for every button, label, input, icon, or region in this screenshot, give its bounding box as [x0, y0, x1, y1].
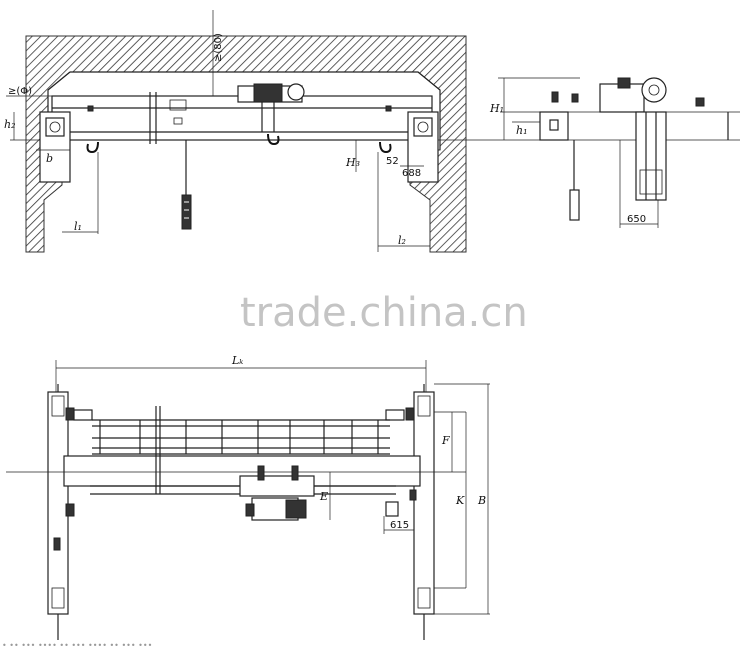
dim-52: 52 — [386, 156, 399, 167]
dim-gap-left: ≥(Φ) — [8, 86, 32, 97]
front-view: ≥(80) ≥(Φ) h₂ b H₃ 52 688 l₁ l₂ — [4, 10, 500, 253]
left-hook-icon — [86, 141, 99, 154]
right-hook-icon — [379, 141, 392, 154]
side-view: H₁ h₁ 650 — [489, 77, 740, 228]
label-h3: H₃ — [345, 156, 360, 169]
trolley-plan — [239, 465, 315, 521]
pendant-control — [181, 194, 192, 230]
hoist-side — [599, 77, 667, 201]
main-girder — [51, 95, 433, 141]
watermark: trade.china.cn — [240, 290, 528, 336]
label-b: b — [46, 152, 53, 165]
label-l1: l₁ — [74, 220, 82, 233]
label-e: E — [319, 490, 328, 503]
label-h1: H₁ — [489, 102, 504, 115]
label-b-plan: B — [477, 494, 486, 507]
end-truck-left — [47, 391, 69, 615]
label-k: K — [455, 494, 465, 507]
label-span: Lₖ — [231, 354, 243, 367]
hoist-trolley — [237, 83, 305, 146]
end-truck-right — [413, 391, 435, 615]
pendant-control-side — [569, 189, 580, 221]
dim-gap-top: ≥(80) — [213, 33, 224, 62]
label-f: F — [441, 434, 450, 447]
label-h2: h₂ — [4, 118, 16, 131]
dim-650: 650 — [627, 214, 646, 225]
plan-view: Lₖ — [6, 354, 490, 640]
label-h1b: h₁ — [516, 124, 528, 137]
end-carriage-side — [539, 111, 569, 141]
building-wall-hatch — [25, 35, 467, 253]
footer-text: • •• ••• •••• •• ••• •••• •• ••• ••• — [2, 641, 152, 650]
walkway-railing — [92, 419, 390, 455]
dim-615: 615 — [390, 520, 409, 531]
label-l2: l₂ — [398, 234, 406, 247]
dim-688: 688 — [402, 168, 421, 179]
